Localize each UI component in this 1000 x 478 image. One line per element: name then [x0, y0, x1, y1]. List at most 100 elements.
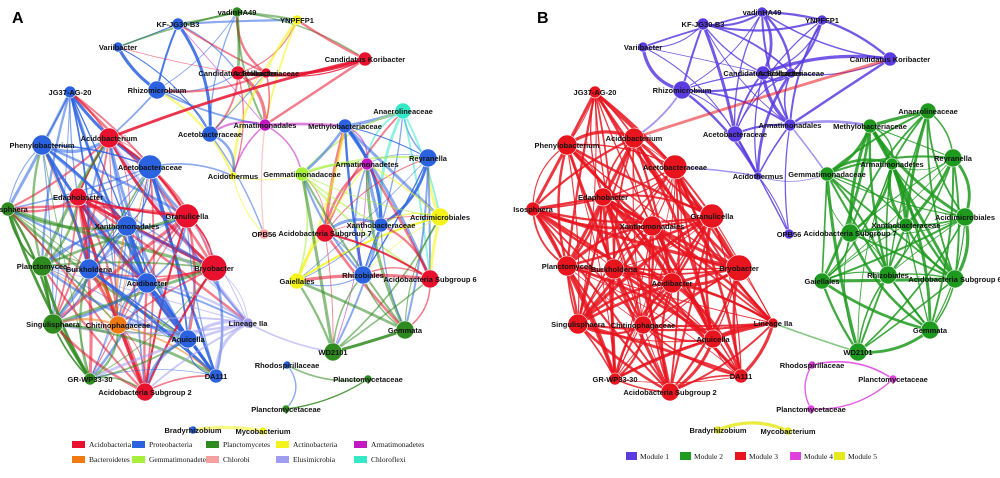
network-node	[593, 187, 613, 207]
node-label: Acidimicrobiales	[410, 213, 470, 222]
node-label: Bryobacter	[194, 264, 234, 273]
network-node	[955, 207, 975, 227]
network-edge	[702, 23, 791, 126]
network-edge	[332, 278, 431, 353]
network-edge	[69, 91, 188, 217]
network-edge	[734, 133, 790, 235]
node-label: Gemmatimonadaceae	[263, 170, 341, 179]
network-edge	[144, 322, 249, 393]
network-edge	[566, 144, 740, 269]
network-edge	[887, 216, 966, 276]
network-edge	[285, 364, 297, 410]
network-edge	[577, 196, 604, 325]
network-edge	[733, 11, 763, 135]
network-node	[353, 265, 373, 285]
node-label: Acidothermus	[733, 172, 783, 181]
network-edge	[232, 175, 265, 235]
network-edge	[148, 166, 218, 377]
network-node	[258, 426, 268, 436]
network-edge	[614, 338, 714, 380]
network-edge	[885, 163, 893, 276]
network-edge	[265, 58, 366, 77]
network-node	[661, 272, 683, 294]
network-edge	[756, 72, 793, 177]
node-label: Variibacter	[624, 43, 662, 52]
network-edge	[849, 110, 929, 234]
network-edge	[614, 267, 740, 380]
legend-label: Module 1	[640, 452, 669, 461]
node-label: OPB56	[777, 230, 802, 239]
network-node	[783, 228, 795, 240]
network-node	[31, 134, 53, 156]
node-label: Planctomycee	[17, 262, 67, 271]
network-edge	[41, 261, 215, 269]
network-node	[713, 425, 723, 435]
network-node	[696, 17, 710, 31]
network-node	[31, 255, 53, 277]
network-edge	[826, 173, 907, 226]
legend-label: Module 2	[694, 452, 723, 461]
network-edge	[156, 88, 235, 177]
network-node	[420, 269, 440, 289]
node-label: Singulisphaera	[551, 320, 606, 329]
network-node	[862, 118, 878, 134]
node-label: Rhizomicrobium	[128, 86, 187, 95]
node-label: Candidatus Solibacter	[723, 69, 802, 78]
network-node	[608, 372, 622, 386]
legend-label: Gemmatimonadetes	[149, 455, 209, 464]
network-node	[78, 258, 100, 280]
node-label: YNPFFP1	[805, 16, 839, 25]
network-node	[178, 329, 198, 349]
network-node	[282, 360, 292, 370]
network-node	[360, 157, 374, 171]
network-node	[83, 372, 97, 386]
network-edge	[857, 278, 956, 353]
network-edge	[404, 157, 429, 331]
network-edge	[614, 375, 742, 384]
network-node	[337, 118, 353, 134]
network-edge	[784, 124, 791, 235]
node-label: Planctomycetaceae	[858, 375, 928, 384]
network-edge	[236, 11, 366, 60]
network-node	[882, 51, 898, 67]
node-label: Armatimonadales	[234, 121, 297, 130]
node-label: Edaphobacter	[578, 193, 628, 202]
network-edge	[642, 324, 742, 377]
network-node	[323, 342, 343, 362]
network-node	[373, 217, 389, 233]
network-node	[806, 404, 816, 414]
node-label: Acidobacteria Subgroup 2	[98, 388, 191, 397]
legend-label: Acidobacteria	[89, 440, 132, 449]
network-edge	[300, 173, 335, 353]
network-node	[395, 320, 415, 340]
node-label: Acidibacter	[127, 279, 168, 288]
node-label: Mycobacterium	[760, 427, 815, 436]
network-edge	[532, 207, 713, 224]
node-label: Acidobacteria Subgroup 7	[803, 229, 896, 238]
network-edge	[577, 322, 742, 378]
network-edge	[117, 324, 217, 377]
node-label: Gaiellales	[279, 277, 314, 286]
network-edge	[286, 364, 369, 382]
node-label: Granulicella	[166, 212, 210, 221]
network-node	[394, 102, 412, 120]
network-edge	[789, 124, 828, 175]
network-edge	[633, 57, 891, 140]
network-node	[726, 125, 744, 143]
network-node	[136, 272, 158, 294]
node-label: Candidatus Solibacter	[198, 69, 277, 78]
network-edge	[868, 125, 890, 276]
node-label: Bradyrhizobium	[164, 426, 221, 435]
node-label: GR-WP33-30	[67, 375, 112, 384]
network-edge	[343, 125, 365, 276]
network-edge	[143, 282, 149, 393]
network-edge	[868, 125, 957, 280]
network-node	[42, 313, 64, 335]
network-node	[174, 203, 200, 229]
network-edge	[177, 23, 267, 74]
network-edge	[7, 208, 90, 270]
network-node	[753, 171, 763, 181]
network-node	[878, 265, 898, 285]
node-label: Lineage IIa	[229, 319, 269, 328]
network-node	[231, 6, 243, 18]
